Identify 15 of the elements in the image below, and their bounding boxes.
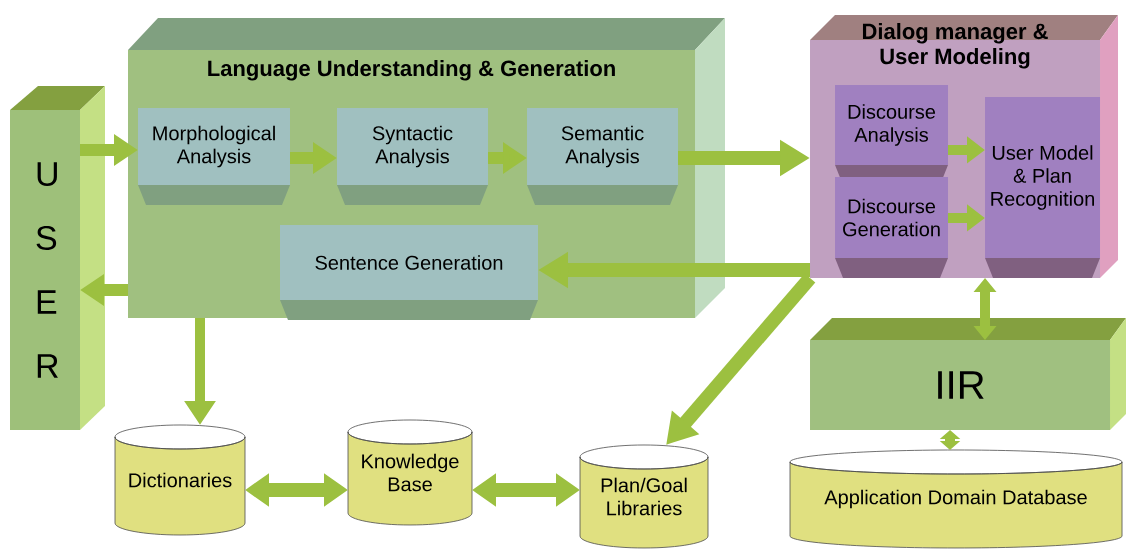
node-label: Dialog manager & bbox=[862, 22, 1048, 44]
module-block: IIR bbox=[810, 318, 1126, 430]
process-box: Discourse Analysis bbox=[835, 85, 948, 185]
user-block: U S E R bbox=[10, 86, 105, 430]
process-box: Morphological Analysis bbox=[138, 108, 290, 205]
database-cylinder: Application Domain Database bbox=[789, 449, 1123, 549]
arrow bbox=[939, 430, 961, 450]
process-box: Syntactic Analysis bbox=[337, 108, 488, 205]
database-cylinder: Plan/Goal Libraries bbox=[579, 444, 709, 549]
process-box: User Model & Plan Recognition bbox=[985, 97, 1100, 278]
process-box: Discourse Generation bbox=[835, 177, 948, 278]
process-box: Sentence Generation bbox=[280, 225, 538, 320]
process-box: Semantic Analysis bbox=[527, 108, 678, 205]
database-cylinder: Knowledge Base bbox=[347, 419, 473, 526]
database-cylinder: Dictionaries bbox=[114, 424, 246, 536]
